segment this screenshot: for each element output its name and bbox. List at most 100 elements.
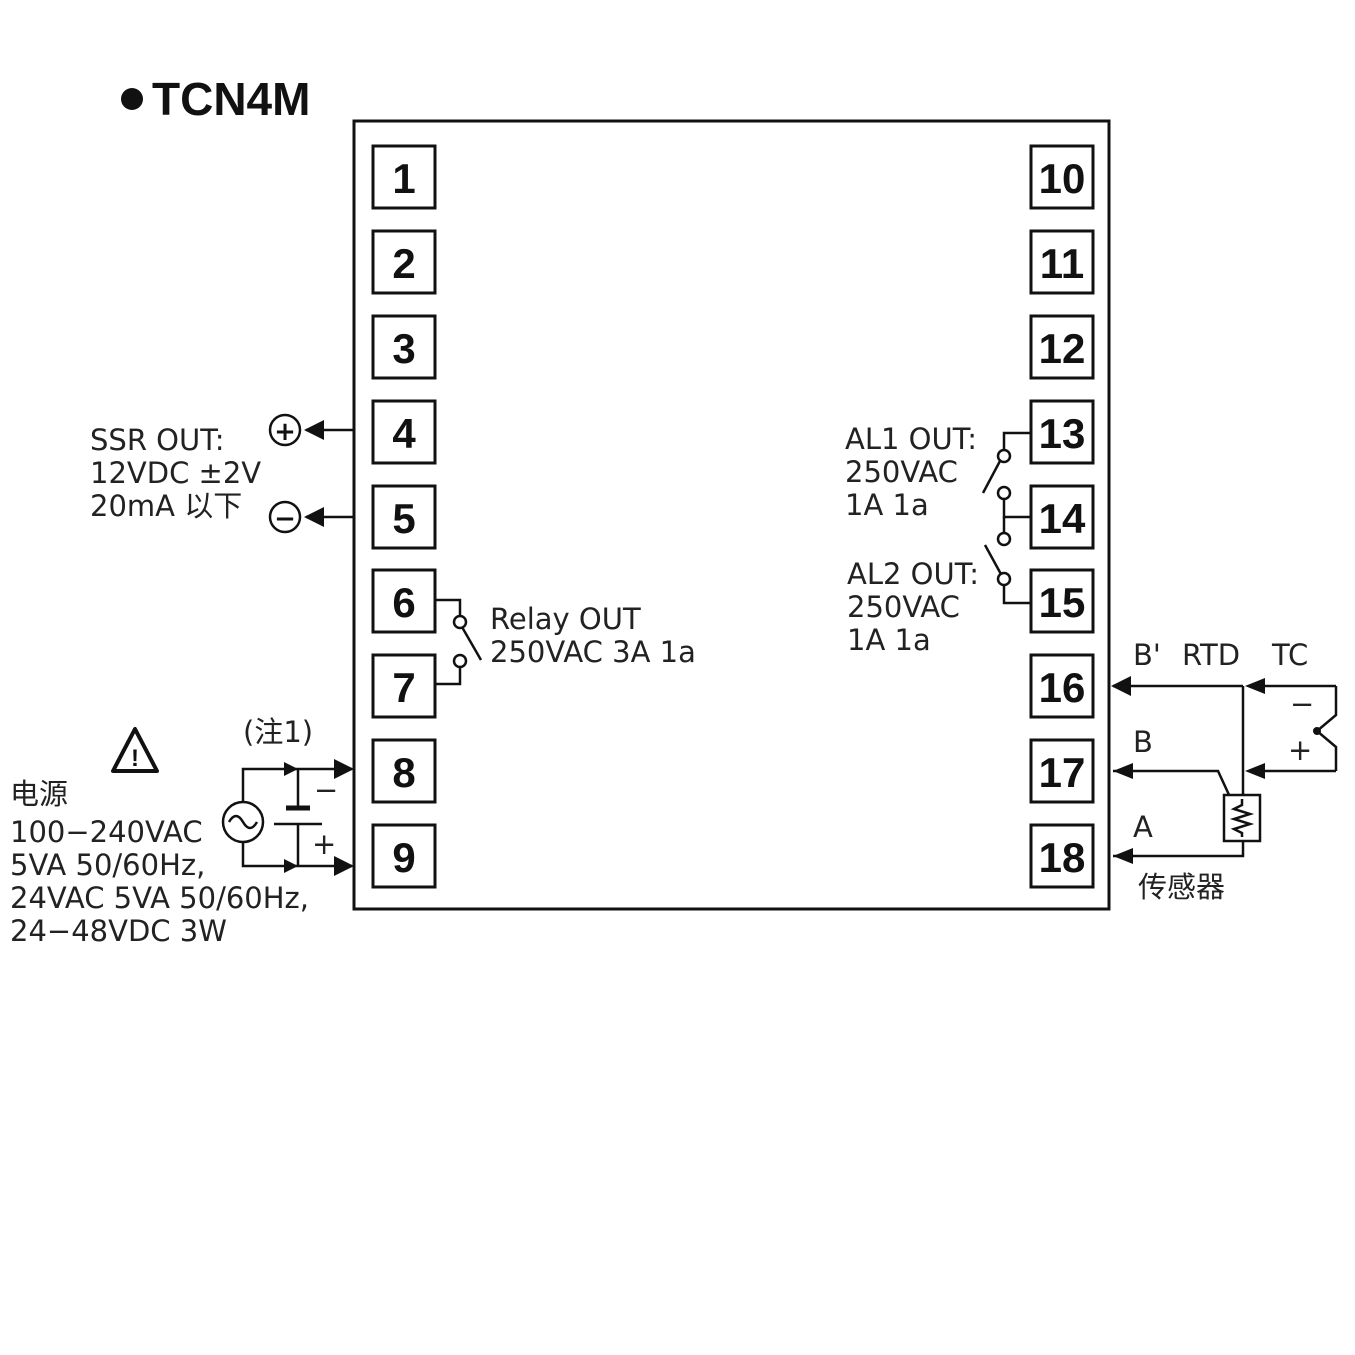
plus-terminal-icon [268, 413, 302, 447]
terminal-label-6: 6 [392, 579, 415, 626]
resistor-zigzag [1229, 799, 1255, 837]
terminal-label-8: 8 [392, 749, 415, 796]
left-terminal-block: 1 2 3 4 5 6 7 8 9 [371, 144, 437, 889]
al2-contact-bottom [996, 571, 1012, 587]
al2-wire-15 [1002, 585, 1031, 605]
warning-mark: ! [131, 745, 139, 772]
terminal-12 [1029, 314, 1095, 380]
sensor-arrowhead-18 [1113, 848, 1133, 864]
al1-wire-13 [1002, 431, 1031, 450]
terminal-label-2: 2 [392, 240, 415, 287]
ssr-label-2: 12VDC ±2V [90, 456, 261, 490]
terminal-label-5: 5 [392, 495, 415, 542]
thermocouple-junction [1313, 727, 1321, 735]
al2-label-2: 250VAC [847, 590, 960, 624]
al1-contact-bottom [996, 485, 1012, 501]
terminal-14 [1029, 484, 1095, 550]
ac-bottom-arrowhead [284, 859, 298, 873]
terminal-label-15: 15 [1039, 579, 1086, 626]
terminal-3 [371, 314, 437, 380]
terminal-label-4: 4 [392, 410, 416, 457]
ssr-label-1: SSR OUT: [90, 423, 225, 457]
dc-minus: − [314, 773, 338, 807]
terminal-17 [1029, 738, 1095, 804]
terminal-label-14: 14 [1039, 495, 1086, 542]
rtd-lead-b [1113, 769, 1232, 798]
ac-wire-bottom [241, 840, 298, 868]
terminal-label-11: 11 [1040, 240, 1084, 287]
minus-symbol: − [274, 504, 296, 534]
al1-label-1: AL1 OUT: [845, 422, 977, 456]
sensor-b-prime: B' [1133, 638, 1161, 672]
relay-output: Relay OUT 250VAC 3A 1a [435, 598, 696, 686]
right-terminal-block: 10 11 12 13 14 15 16 17 18 [1029, 144, 1095, 889]
relay-wire-6 [435, 598, 462, 616]
plus-symbol: + [274, 417, 296, 447]
sensor-arrowhead-17 [1113, 763, 1133, 779]
terminal-label-17: 17 [1039, 749, 1086, 796]
sensor-tc-label: TC [1271, 638, 1308, 672]
terminal-label-16: 16 [1039, 664, 1086, 711]
terminal-2 [371, 229, 437, 295]
title-bullet [121, 88, 143, 110]
terminal-label-9: 9 [392, 834, 415, 881]
ac-wire-top [241, 767, 298, 805]
terminal-16 [1029, 653, 1095, 719]
terminal-1 [371, 144, 437, 210]
sensor-input: B' RTD TC B A 传感器 − + [1111, 638, 1338, 904]
tc-minus-arrowhead [1245, 678, 1265, 694]
terminal-label-10: 10 [1039, 155, 1086, 202]
relay-wire-7 [435, 667, 462, 686]
alarm-outputs: AL1 OUT: 250VAC 1A 1a AL2 OUT: 250VAC 1A… [845, 422, 1031, 657]
terminal-label-13: 13 [1039, 410, 1086, 457]
sensor-caption: 传感器 [1138, 870, 1225, 904]
ssr-output: + − SSR OUT: 12VDC ±2V 20mA 以下 [90, 413, 354, 534]
terminal-label-18: 18 [1039, 834, 1086, 881]
terminal-label-3: 3 [392, 325, 415, 372]
terminal-10 [1029, 144, 1095, 210]
power-label-2: 5VA 50/60Hz, [10, 848, 205, 882]
warning-icon [111, 727, 159, 773]
al2-switch-blade [983, 544, 1004, 577]
power-label-1: 100−240VAC [10, 815, 203, 849]
al2-label-3: 1A 1a [847, 623, 931, 657]
al1-label-2: 250VAC [845, 455, 958, 489]
terminal-label-1: 1 [392, 155, 415, 202]
terminal-7 [371, 653, 437, 719]
controller-housing [352, 119, 1111, 911]
power-title: 电源 [10, 777, 68, 811]
al1-switch-blade [981, 460, 1002, 494]
power-label-4: 24−48VDC 3W [10, 914, 227, 948]
ssr-label-3: 20mA 以下 [90, 489, 242, 523]
terminal-9 [371, 823, 437, 889]
sensor-a-label: A [1133, 810, 1153, 844]
relay-switch-blade [460, 626, 483, 661]
al2-label-1: AL2 OUT: [847, 557, 979, 591]
power-label-3: 24VAC 5VA 50/60Hz, [10, 881, 309, 915]
terminal-18 [1029, 823, 1095, 889]
ac-top-arrowhead [284, 762, 298, 776]
minus-terminal-icon [268, 500, 302, 534]
al1-label-3: 1A 1a [845, 488, 929, 522]
sensor-b-label: B [1133, 725, 1153, 759]
dc-plus: + [312, 827, 336, 861]
tc-minus-label: − [1290, 687, 1314, 721]
terminal-5 [371, 484, 437, 550]
terminal-4 [371, 399, 437, 465]
relay-contact-top [452, 614, 468, 630]
terminal-8 [371, 738, 437, 804]
terminal-label-12: 12 [1039, 325, 1086, 372]
al1-contact-top [996, 448, 1012, 464]
terminal-13 [1029, 399, 1095, 465]
tc-plus-arrowhead [1245, 763, 1265, 779]
relay-contact-bottom [452, 653, 468, 669]
al2-contact-top [996, 531, 1012, 547]
page-title: TCN4M [152, 73, 310, 125]
tc-plus-label: + [1288, 733, 1312, 767]
terminal-15 [1029, 568, 1095, 634]
relay-label-1: Relay OUT [490, 602, 641, 636]
rtd-lead-a [1113, 841, 1245, 858]
sensor-rtd-label: RTD [1182, 638, 1240, 672]
sine-wave-icon [227, 814, 259, 830]
